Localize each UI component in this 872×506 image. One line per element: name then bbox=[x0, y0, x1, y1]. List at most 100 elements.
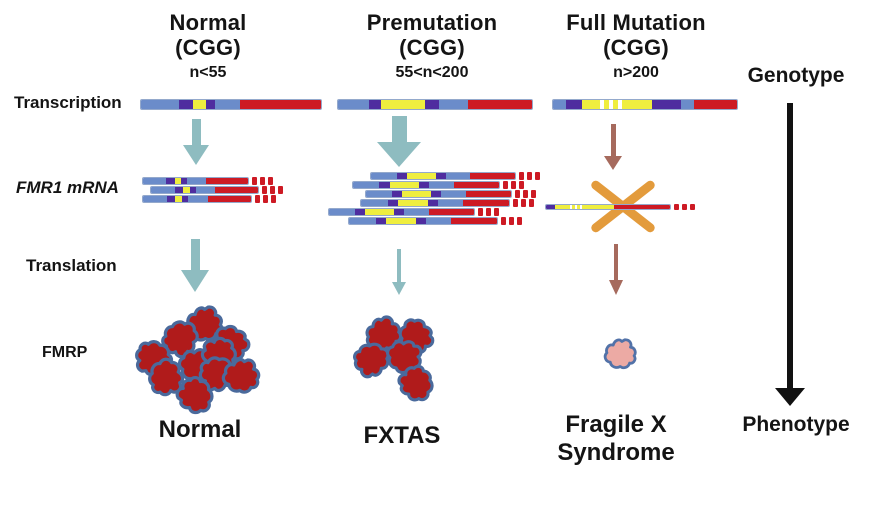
bar-dash bbox=[674, 204, 679, 210]
fmrp-blob-svg bbox=[603, 338, 637, 370]
gene-bar-premutation bbox=[337, 99, 533, 110]
fmrp-protein-blob bbox=[221, 357, 261, 394]
column-header-normal: Normal (CGG) n<55 bbox=[108, 10, 308, 82]
arrow-stem bbox=[610, 124, 616, 156]
bar-segments bbox=[328, 208, 475, 216]
bar-segment-cgg_yellow bbox=[193, 100, 206, 109]
phenotype-full-mutation: Fragile X Syndrome bbox=[536, 411, 696, 467]
bar-segment-exon_blue bbox=[445, 173, 471, 179]
bar-segment-exon_blue bbox=[371, 173, 397, 179]
bar-segment-gap_white bbox=[579, 205, 582, 209]
phenotype-normal: Normal bbox=[130, 416, 270, 444]
bar-segment-exon_blue bbox=[361, 200, 388, 206]
arrow-stem bbox=[190, 239, 200, 270]
genotype-to-phenotype-arrow bbox=[775, 103, 805, 406]
bar-dash bbox=[527, 172, 532, 180]
bar-dash bbox=[478, 208, 483, 216]
bar-segments bbox=[142, 195, 252, 203]
fmrp-protein-blob bbox=[386, 340, 423, 375]
bar-segment-utr_purple bbox=[431, 191, 442, 197]
bar-dash bbox=[529, 199, 534, 207]
bar-segment-cgg_yellow bbox=[621, 100, 653, 109]
bar-segment-exon_blue bbox=[438, 100, 468, 109]
bar-segment-gap_white bbox=[569, 205, 573, 209]
bar-segment-coding_red bbox=[207, 196, 251, 202]
bar-segment-utr_purple bbox=[396, 173, 407, 179]
bar-segments bbox=[140, 99, 322, 110]
bar-segment-cgg_yellow bbox=[407, 173, 436, 179]
bar-dash bbox=[531, 190, 536, 198]
arrow-stem bbox=[614, 244, 618, 280]
bar-segment-cgg_yellow bbox=[554, 205, 570, 209]
genotype-label: Genotype bbox=[747, 64, 845, 87]
bar-segment-cgg_yellow bbox=[365, 209, 395, 215]
bar-segment-utr_purple bbox=[652, 100, 682, 109]
bar-segment-utr_purple bbox=[181, 196, 189, 202]
bar-segment-exon_blue bbox=[151, 187, 175, 193]
mrna-transcript-bar bbox=[370, 172, 540, 180]
bar-dash bbox=[255, 195, 260, 203]
mrna-transcript-bar bbox=[150, 186, 283, 194]
phenotype-line: Normal bbox=[158, 416, 242, 443]
arrow-stem bbox=[191, 119, 201, 145]
bar-segment-utr_purple bbox=[205, 100, 215, 109]
arrow-head bbox=[181, 270, 209, 292]
bar-segment-exon_blue bbox=[404, 209, 430, 215]
bar-dash bbox=[494, 208, 499, 216]
bar-segment-utr_purple bbox=[355, 209, 366, 215]
bar-dash bbox=[252, 177, 257, 185]
bar-segment-exon_blue bbox=[349, 218, 376, 224]
bar-segment-coding_red bbox=[614, 205, 670, 209]
bar-segment-coding_red bbox=[451, 218, 497, 224]
arrow-stem bbox=[397, 249, 401, 282]
bar-segments bbox=[150, 186, 259, 194]
bar-dash bbox=[682, 204, 687, 210]
column-repeat-range: n<55 bbox=[189, 64, 227, 81]
bar-segment-gap_white bbox=[617, 100, 622, 109]
column-title: Full Mutation bbox=[566, 10, 706, 35]
mrna-transcript-bar bbox=[545, 204, 695, 210]
column-title: Premutation bbox=[366, 10, 498, 35]
bar-segments bbox=[348, 217, 498, 225]
mrna-transcript-bar bbox=[348, 217, 522, 225]
bar-segment-exon_blue bbox=[188, 196, 208, 202]
bar-segment-utr_purple bbox=[565, 100, 582, 109]
phenotype-line: Fragile X bbox=[565, 411, 667, 438]
gene-bar-normal bbox=[140, 99, 322, 110]
bar-segments bbox=[142, 177, 249, 185]
arrow-head bbox=[392, 282, 406, 295]
bar-segments bbox=[365, 190, 512, 198]
bar-segment-coding_red bbox=[215, 187, 258, 193]
mrna-transcript-bar bbox=[142, 195, 276, 203]
bar-segment-coding_red bbox=[453, 182, 499, 188]
bar-dash bbox=[270, 186, 275, 194]
bar-segment-cgg_yellow bbox=[380, 100, 426, 109]
fmrp-protein-blob bbox=[397, 364, 434, 402]
fmrp-protein-blob bbox=[148, 357, 185, 397]
bar-segment-utr_purple bbox=[387, 200, 398, 206]
bar-segment-cgg_yellow bbox=[581, 205, 615, 209]
transcription-arrow-premutation bbox=[377, 116, 421, 167]
bar-segment-coding_red bbox=[240, 100, 321, 109]
bar-dash bbox=[503, 181, 508, 189]
bar-segment-exon_blue bbox=[353, 182, 380, 188]
bar-segment-gap_white bbox=[608, 100, 613, 109]
bar-segment-exon_blue bbox=[425, 218, 452, 224]
bar-segment-cgg_yellow bbox=[612, 100, 618, 109]
transcription-arrow-full-mutation bbox=[604, 124, 622, 170]
bar-dash bbox=[515, 190, 520, 198]
bar-segment-utr_purple bbox=[375, 218, 386, 224]
bar-segment-utr_purple bbox=[435, 173, 446, 179]
column-gene-label: (CGG) bbox=[399, 35, 465, 60]
bar-dash bbox=[509, 217, 514, 225]
bar-dash bbox=[262, 186, 267, 194]
fmrp-protein-blob bbox=[365, 315, 403, 352]
row-label-fmrp: FMRP bbox=[42, 344, 88, 361]
arrow-stem bbox=[391, 116, 407, 142]
mrna-transcript-bar bbox=[352, 181, 524, 189]
bar-segment-utr_purple bbox=[180, 178, 188, 184]
bar-segment-utr_purple bbox=[166, 178, 175, 184]
bar-segments bbox=[352, 181, 500, 189]
column-header-full-mutation: Full Mutation (CGG) n>200 bbox=[536, 10, 736, 82]
